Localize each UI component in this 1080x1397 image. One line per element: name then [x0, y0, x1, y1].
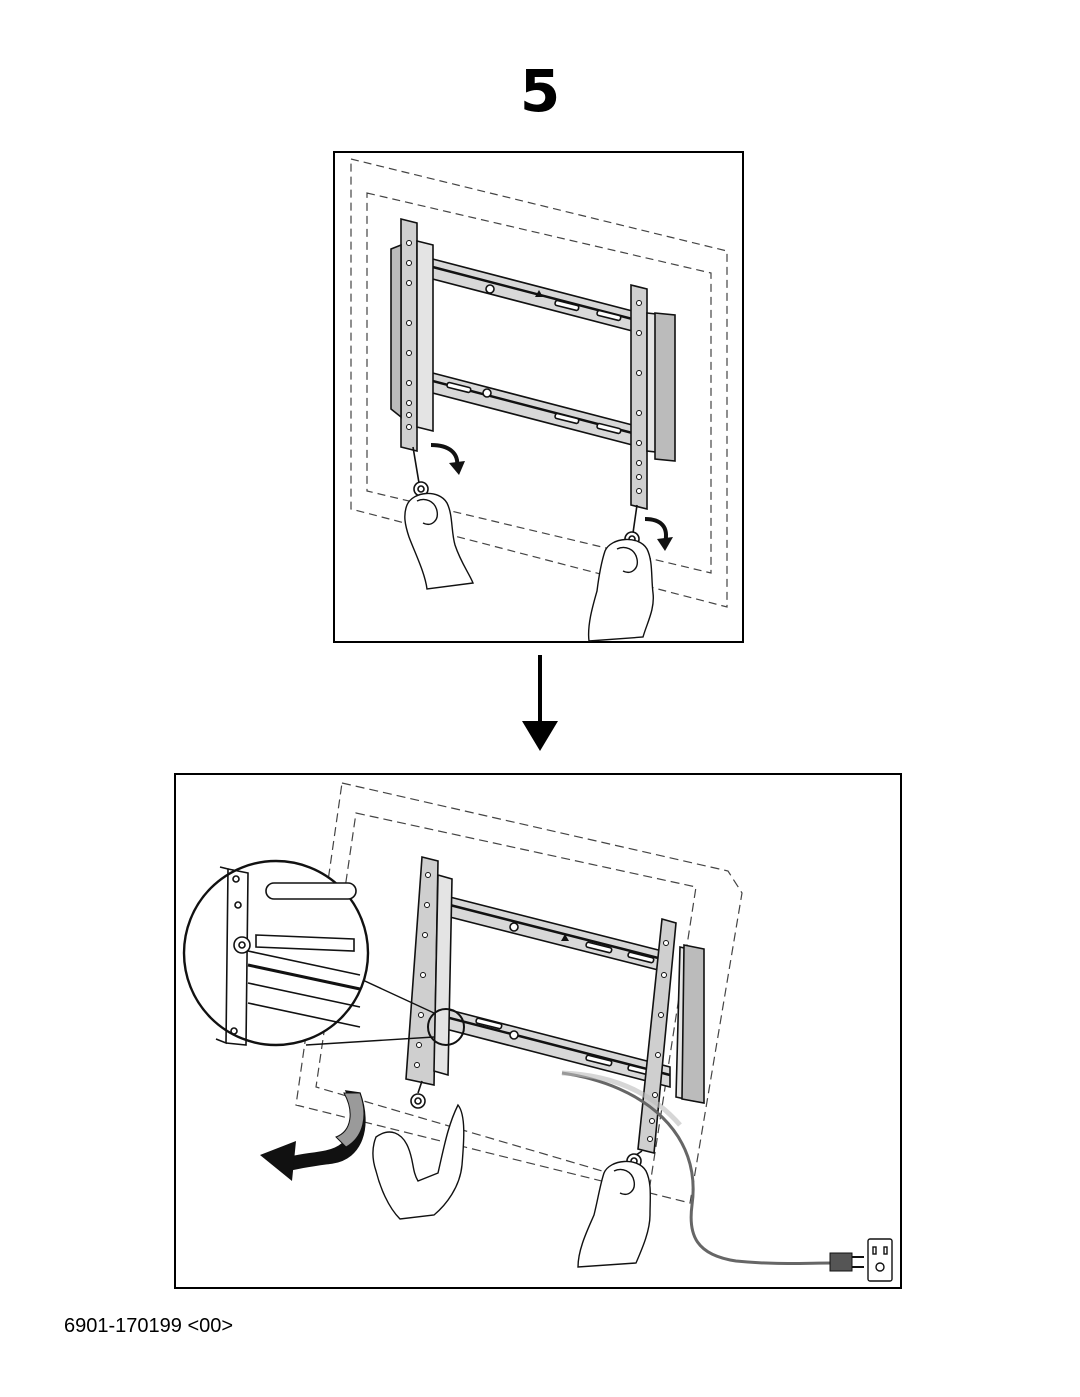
step-number: 5: [519, 57, 561, 125]
down-arrow-icon: [522, 655, 558, 751]
document-code: 6901-170199 <00>: [64, 1315, 234, 1337]
hand-pulling-icon: [404, 492, 655, 642]
wall-mount-bracket-icon: [405, 855, 705, 1155]
illustration-panel-bottom: [174, 773, 902, 1289]
hand-pulling-icon: [372, 1103, 652, 1268]
power-cord-icon: [561, 1071, 833, 1265]
curved-tilt-arrow-icon: [260, 1090, 366, 1181]
wall-mount-bracket-icon: [390, 217, 676, 511]
power-plug-icon: [829, 1252, 864, 1272]
wall-outlet-icon: [867, 1238, 893, 1282]
tv-tilt-illustration: [182, 782, 893, 1282]
dashed-tv-outline-icon: [350, 158, 728, 608]
rotate-down-arrow-icon: [430, 443, 673, 551]
illustration-panel-top: [333, 151, 744, 643]
bracket-release-illustration: [350, 158, 728, 642]
tilted-tv-outline-icon: [295, 782, 743, 1204]
screwdriver-icon: [255, 934, 355, 952]
magnified-detail-circle-icon: [182, 859, 465, 1047]
